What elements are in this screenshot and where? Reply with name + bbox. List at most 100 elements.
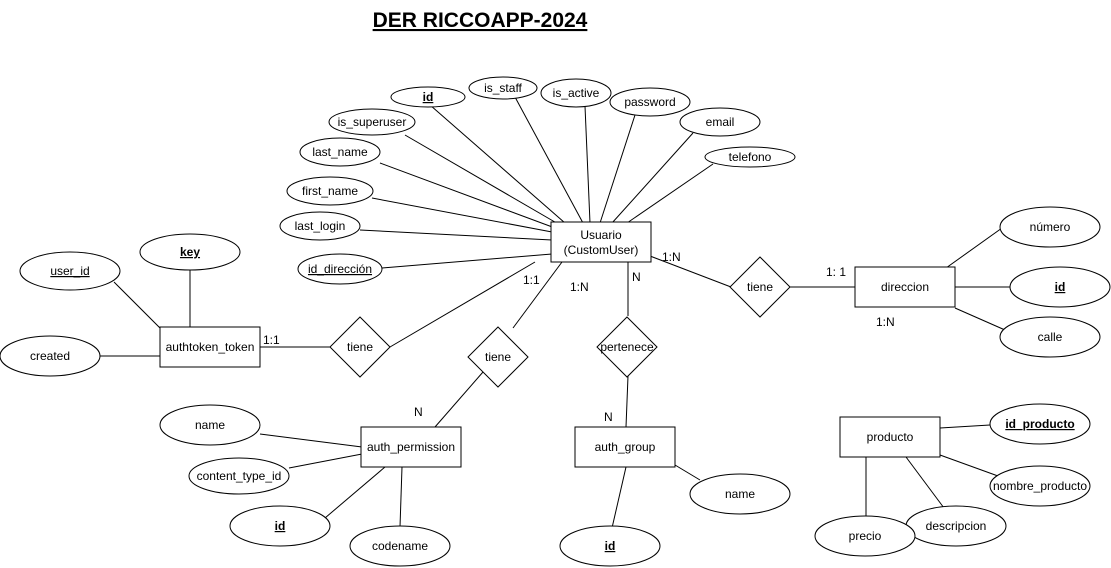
attr-usuario-password-label: password — [624, 95, 675, 109]
line-group-name — [674, 464, 701, 481]
cardinality-usuario-group: N — [632, 270, 641, 284]
line-usuario-first-name — [371, 197, 553, 233]
cardinality-direccion-below: 1:N — [876, 315, 895, 329]
line-pertenece-group — [625, 375, 629, 428]
attr-permission-name-label: name — [195, 418, 225, 432]
cardinality-usuario-token: 1:1 — [523, 273, 540, 287]
attr-permission-content-type-id-label: content_type_id — [197, 469, 282, 483]
attr-producto-precio-label: precio — [849, 529, 882, 543]
attr-usuario-email-label: email — [706, 115, 735, 129]
attr-token-user-id: user_id — [19, 251, 121, 291]
attr-producto-nombre-producto-label: nombre_producto — [993, 479, 1087, 493]
entity-direccion-box — [854, 266, 956, 308]
attr-usuario-last-login: last_login — [279, 211, 361, 241]
attr-usuario-email: email — [679, 107, 761, 137]
attr-direccion-calle-label: calle — [1038, 330, 1063, 344]
attr-usuario-last-name-label: last_name — [312, 145, 368, 159]
relationship-tiene-token: tiene — [329, 316, 391, 378]
line-usuario-is-active — [584, 105, 591, 224]
line-usuario-last-name — [379, 162, 556, 229]
attr-permission-id-label: id — [275, 519, 286, 533]
attr-token-key: key — [139, 233, 241, 271]
line-group-id — [611, 466, 627, 529]
attr-direccion-id: id — [1009, 266, 1111, 308]
entity-producto-box — [839, 416, 941, 458]
attr-usuario-is-active: is_active — [540, 78, 612, 108]
attr-usuario-is-staff-label: is_staff — [484, 81, 522, 95]
entity-producto-label: producto — [867, 430, 914, 444]
attr-group-id-label: id — [605, 539, 616, 553]
line-usuario-email — [611, 132, 694, 224]
entity-auth-group-box — [574, 426, 676, 468]
attr-producto-precio: precio — [814, 515, 916, 557]
attr-usuario-password: password — [609, 87, 691, 117]
line-permission-name — [259, 433, 363, 448]
attr-usuario-last-login-label: last_login — [295, 219, 346, 233]
attr-usuario-is-staff: is_staff — [468, 76, 538, 100]
cardinality-usuario-permission: 1:N — [570, 280, 589, 294]
attr-usuario-is-active-label: is_active — [553, 86, 600, 100]
line-permission-codename — [399, 466, 403, 528]
entity-auth-group: auth_group — [574, 426, 676, 468]
entity-authtoken-box — [159, 326, 261, 368]
cardinality-permission-side: N — [414, 405, 423, 419]
attr-producto-nombre-producto: nombre_producto — [989, 465, 1091, 507]
line-permission-id — [324, 466, 386, 519]
line-usuario-is-staff — [514, 96, 584, 224]
attr-group-id: id — [559, 525, 661, 567]
entity-producto: producto — [839, 416, 941, 458]
attr-usuario-first-name-label: first_name — [302, 184, 358, 198]
attr-token-user-id-label: user_id — [50, 264, 89, 278]
entity-auth-permission-label: auth_permission — [367, 440, 455, 454]
line-producto-id — [939, 424, 991, 429]
entity-auth-group-label: auth_group — [595, 440, 656, 454]
line-direccion-calle — [954, 307, 1006, 331]
line-usuario-tiene-permission — [512, 261, 563, 329]
line-usuario-is-superuser — [404, 134, 561, 226]
attr-permission-name: name — [159, 404, 261, 446]
attr-usuario-is-superuser-label: is_superuser — [338, 115, 407, 129]
entity-direccion: direccion — [854, 266, 956, 308]
line-usuario-id — [429, 104, 566, 224]
relationship-tiene-direccion-label: tiene — [747, 280, 773, 294]
line-tiene-permission-entity — [434, 371, 484, 428]
attr-token-created: created — [0, 335, 101, 377]
attr-producto-descripcion: descripcion — [905, 505, 1007, 547]
entity-direccion-label: direccion — [881, 280, 929, 294]
relationship-tiene-token-label: tiene — [347, 340, 373, 354]
attr-token-created-label: created — [30, 349, 70, 363]
attr-usuario-id-direccion: id_dirección — [297, 253, 383, 285]
attr-group-name-label: name — [725, 487, 755, 501]
attr-usuario-last-name: last_name — [299, 137, 381, 167]
attr-permission-id: id — [229, 505, 331, 547]
cardinality-usuario-direccion: 1:N — [662, 250, 681, 264]
line-producto-nombre — [939, 454, 999, 477]
cardinality-token-side: 1:1 — [263, 333, 280, 347]
connectors — [100, 96, 1010, 529]
attr-usuario-id-label: id — [423, 90, 434, 104]
relationship-tiene-direccion: tiene — [729, 256, 791, 318]
entity-usuario-label: Usuario — [580, 228, 622, 242]
attr-usuario-first-name: first_name — [286, 176, 374, 206]
attr-direccion-numero-label: número — [1030, 220, 1071, 234]
relationship-pertenece-diamond — [596, 316, 658, 378]
attr-group-name: name — [689, 473, 791, 515]
attr-usuario-telefono: telefono — [704, 146, 796, 168]
line-token-user-id — [113, 281, 163, 331]
relationship-tiene-permission-diamond — [467, 326, 529, 388]
line-usuario-password — [599, 114, 636, 224]
line-usuario-id-direccion — [381, 253, 553, 269]
entity-usuario: Usuario (CustomUser) — [550, 221, 652, 263]
attr-producto-descripcion-label: descripcion — [926, 519, 987, 533]
line-usuario-tiene-token — [389, 261, 536, 348]
attr-producto-id-producto-label: id_producto — [1005, 417, 1074, 431]
attr-usuario-telefono-label: telefono — [729, 150, 772, 164]
attr-permission-codename: codename — [349, 525, 451, 567]
entity-usuario-sublabel: (CustomUser) — [564, 243, 639, 257]
relationship-tiene-direccion-diamond — [729, 256, 791, 318]
entity-auth-permission-box — [360, 426, 462, 468]
entity-authtoken: authtoken_token — [159, 326, 261, 368]
line-direccion-numero — [945, 227, 1003, 269]
relationship-tiene-permission: tiene — [467, 326, 529, 388]
